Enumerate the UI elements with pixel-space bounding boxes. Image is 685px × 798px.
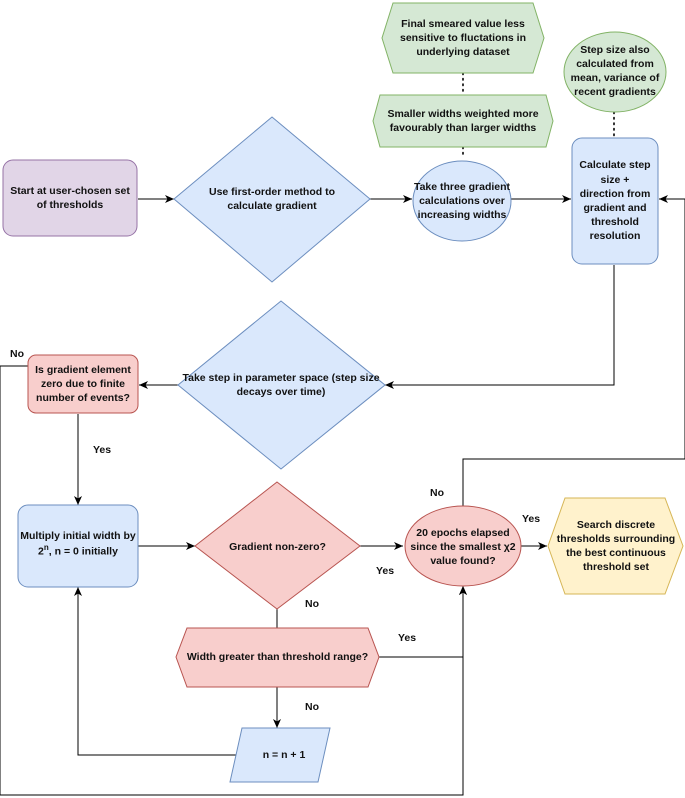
edge-epochs-no-to-calc-step xyxy=(462,195,685,507)
note-smeared-label: Final smeared value less sensitive to fl… xyxy=(399,17,527,59)
calc-step-node xyxy=(571,137,659,265)
edge-calc-step-to-take-step xyxy=(385,265,615,389)
multiply-text-suffix: , n = 0 initially xyxy=(48,545,118,558)
take-step-label: Take step in parameter space (step size … xyxy=(182,371,380,398)
take-step-node xyxy=(177,300,386,470)
grad-zero-node xyxy=(27,354,139,414)
grad-zero-yes-label: Yes xyxy=(93,444,112,456)
edge-width-yes-to-epochs xyxy=(379,586,467,658)
n-increment-label: n = n + 1 xyxy=(262,748,306,761)
calc-step-label: Calculate step size + direction from gra… xyxy=(579,159,651,243)
epochs-yes-label: Yes xyxy=(522,513,541,525)
start-label: Start at user-chosen set of thresholds xyxy=(10,184,130,211)
epochs-no-label: No xyxy=(430,487,444,499)
nonzero-no-label: No xyxy=(305,598,319,610)
multiply-node xyxy=(17,504,139,588)
search-node xyxy=(547,497,684,595)
multiply-text-prefix: Multiply initial width by xyxy=(20,530,136,542)
note-widths-node xyxy=(372,94,554,148)
start-node xyxy=(2,159,138,237)
grad-zero-no-label: No xyxy=(10,348,24,360)
first-order-node xyxy=(173,116,371,283)
search-label: Search discrete thresholds surrounding t… xyxy=(556,518,676,574)
three-gradient-node xyxy=(412,160,512,242)
multiply-label: Multiply initial width by 2n, n = 0 init… xyxy=(20,525,136,569)
edge-n-to-multiply xyxy=(74,587,236,756)
multiply-exponent: n xyxy=(43,543,49,553)
note-step-label: Step size also calculated from mean, var… xyxy=(570,43,660,99)
width-greater-label: Width greater than threshold range? xyxy=(186,650,369,663)
note-widths-label: Smaller widths weighted more favourably … xyxy=(387,107,539,134)
three-gradient-label: Take three gradient calculations over in… xyxy=(413,180,511,222)
width-no-label: No xyxy=(305,701,319,713)
grad-nonzero-label: Gradient non-zero? xyxy=(229,540,326,553)
edge-grad-zero-no-to-epochs xyxy=(0,365,467,796)
note-connectors xyxy=(462,72,615,159)
n-increment-node xyxy=(229,727,331,783)
nonzero-yes-label: Yes xyxy=(376,565,395,577)
edges xyxy=(0,195,685,796)
multiply-base: 2 xyxy=(38,545,44,558)
epochs-node xyxy=(404,505,522,587)
epochs-label: 20 epochs elapsed since the smallest χ2 … xyxy=(410,526,516,568)
grad-zero-label: Is gradient element zero due to finite n… xyxy=(35,363,131,405)
width-yes-label: Yes xyxy=(398,632,417,644)
note-step-node xyxy=(563,31,667,113)
grad-nonzero-node xyxy=(194,481,361,610)
note-smeared-node xyxy=(381,2,545,74)
width-greater-node xyxy=(175,627,380,688)
first-order-label: Use first-order method to calculate grad… xyxy=(208,185,335,212)
